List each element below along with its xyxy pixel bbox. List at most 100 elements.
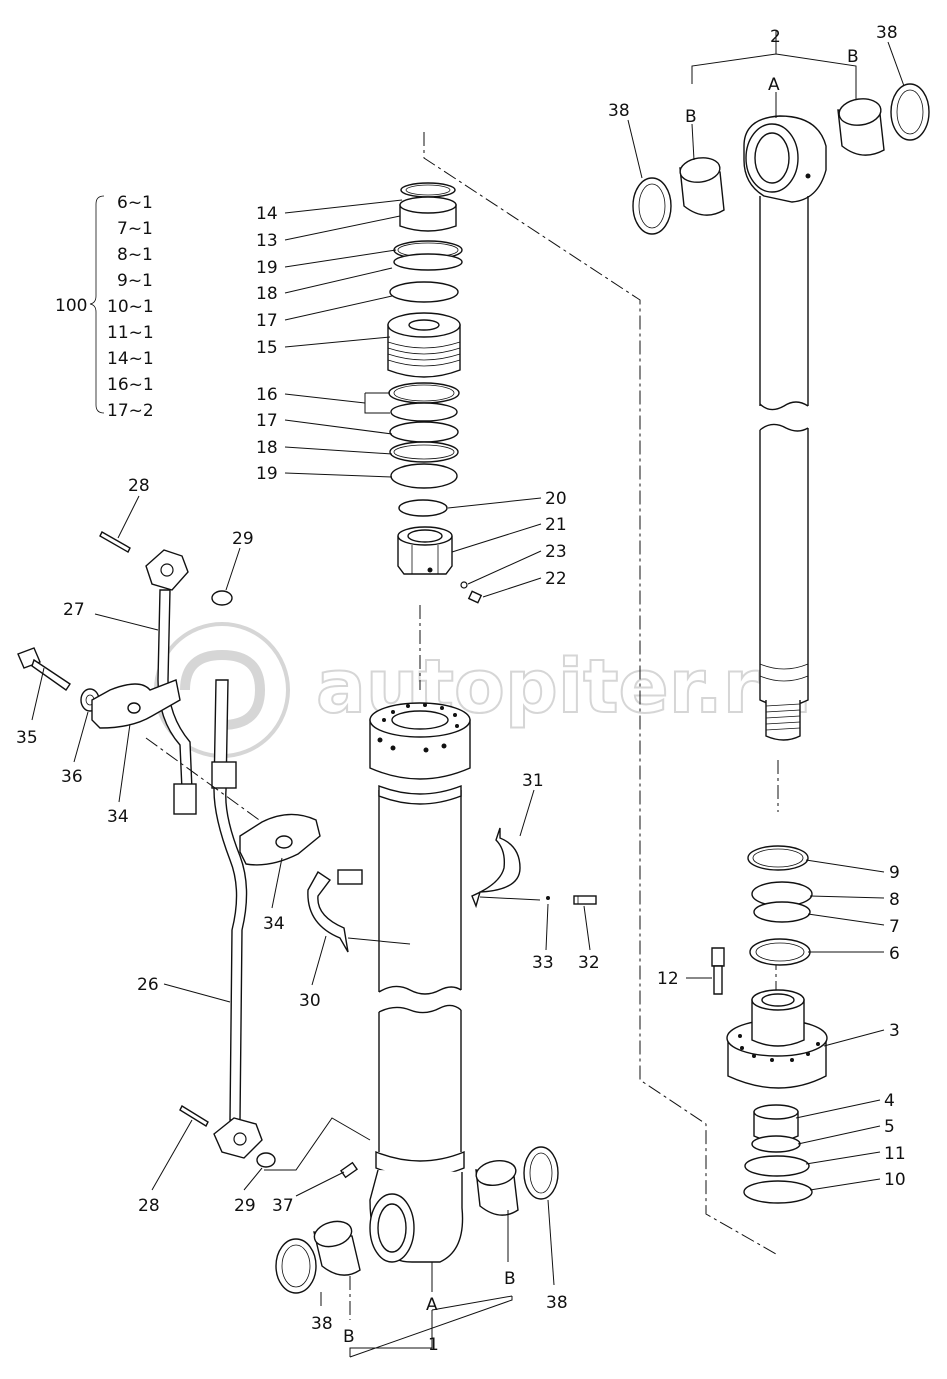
callout-6: 6 [889, 944, 900, 964]
part-7-ring [753, 901, 811, 923]
part-26-pipe [213, 679, 248, 1121]
piston-rod [632, 83, 930, 741]
kit-100-group: 100 6~1 7~1 8~1 9~1 10~1 11~1 14~1 16~1 … [55, 193, 154, 421]
part-18-ring-b [389, 441, 459, 463]
top-rod-labels: 2 A B B 38 38 [608, 23, 905, 179]
callout-21: 21 [545, 515, 567, 535]
callout-29: 29 [234, 1196, 256, 1216]
kit-item-8: 16~1 [107, 375, 154, 395]
callout-32: 32 [578, 953, 600, 973]
labels-piston: 14 13 19 18 17 15 16 17 18 19 20 21 23 2… [256, 204, 567, 589]
labels-pipe: 28 29 27 35 36 34 34 31 30 33 32 26 28 2… [16, 476, 600, 1216]
callout-19: 19 [256, 464, 278, 484]
callout-37: 37 [272, 1196, 294, 1216]
callout-34: 34 [263, 914, 285, 934]
seal-38-top-right [890, 83, 930, 141]
letter-b-top-right: B [847, 47, 859, 67]
seal-38-lower-left [275, 1238, 317, 1294]
part-19-ring-b [390, 463, 458, 489]
leaders-rod-head [686, 859, 885, 1191]
letter-a-top: A [768, 75, 780, 95]
part-29-o-ring-bottom [256, 1152, 276, 1168]
seal-38-lower-right [523, 1146, 559, 1200]
callout-16: 16 [256, 385, 278, 405]
part-31-band [471, 827, 521, 909]
watermark: autopiter.ru [154, 622, 813, 758]
letter-a-lower: A [426, 1295, 438, 1315]
kit-item-7: 14~1 [107, 349, 154, 369]
callout-38: 38 [608, 101, 630, 121]
part-18-ring-a [389, 281, 459, 303]
callout-2: 2 [770, 27, 781, 47]
part-15-piston [387, 324, 461, 378]
callout-26: 26 [137, 975, 159, 995]
callout-20: 20 [545, 489, 567, 509]
part-11-ring [744, 1155, 810, 1177]
callout-14: 14 [256, 204, 278, 224]
kit-item-3: 8~1 [117, 245, 153, 265]
leaders-piston [284, 199, 542, 598]
callout-17: 17 [256, 311, 278, 331]
part-28-bolt-top [99, 531, 131, 553]
callout-35: 35 [16, 728, 38, 748]
part-12-bolt [711, 947, 725, 967]
part-33-washer [546, 896, 550, 900]
letter-b-lower-right: B [504, 1269, 516, 1289]
callout-28: 28 [128, 476, 150, 496]
callout-4: 4 [884, 1091, 895, 1111]
kit-bracket [89, 195, 105, 414]
piston-stack [387, 182, 483, 690]
callout-23: 23 [545, 542, 567, 562]
kit-item-4: 9~1 [117, 271, 153, 291]
part-16-ring [388, 382, 460, 404]
letter-b-top-left: B [685, 107, 697, 127]
callout-17: 17 [256, 411, 278, 431]
callout-9: 9 [889, 863, 900, 883]
part-32-bolt [573, 895, 597, 905]
part-28-bolt-bottom [179, 1105, 209, 1127]
kit-item-2: 7~1 [117, 219, 153, 239]
callout-18: 18 [256, 284, 278, 304]
part-20-washer [398, 499, 448, 517]
part-5-seal [751, 1135, 801, 1153]
lower-tube-labels: A B B 1 38 38 [311, 1199, 568, 1358]
callout-15: 15 [256, 338, 278, 358]
callout-36: 36 [61, 767, 83, 787]
labels-rod-head: 9 8 7 6 12 3 4 5 11 10 [657, 863, 906, 1190]
callout-22: 22 [545, 569, 567, 589]
part-17-ring [389, 421, 459, 443]
part-37-grease-fitting [339, 1161, 359, 1179]
cylinder-tube [275, 702, 559, 1294]
part-30-band [307, 870, 349, 953]
callout-8: 8 [889, 890, 900, 910]
callout-5: 5 [884, 1117, 895, 1137]
part-9-ring [747, 845, 809, 871]
kit-item-6: 11~1 [107, 323, 154, 343]
callout-13: 13 [256, 231, 278, 251]
callout-38: 38 [546, 1293, 568, 1313]
part-29-o-ring-top [211, 590, 233, 606]
kit-item-1: 6~1 [117, 193, 153, 213]
callout-28: 28 [138, 1196, 160, 1216]
watermark-logo-mark [180, 649, 266, 730]
callout-34: 34 [107, 807, 129, 827]
leaders-pipe [31, 495, 591, 1197]
part-10-ring [743, 1180, 813, 1204]
part-23-ball [460, 581, 468, 589]
callout-7: 7 [889, 917, 900, 937]
callout-30: 30 [299, 991, 321, 1011]
kit-number: 100 [55, 296, 87, 316]
kit-item-5: 10~1 [107, 297, 154, 317]
callout-3: 3 [889, 1021, 900, 1041]
pipe-assembly [17, 531, 371, 1171]
kit-item-9: 17~2 [107, 401, 154, 421]
callout-18: 18 [256, 438, 278, 458]
callout-33: 33 [532, 953, 554, 973]
callout-1: 1 [428, 1335, 439, 1355]
part-22-set-screw [467, 590, 483, 604]
callout-31: 31 [522, 771, 544, 791]
callout-10: 10 [884, 1170, 906, 1190]
callout-38: 38 [876, 23, 898, 43]
bands [307, 827, 597, 953]
